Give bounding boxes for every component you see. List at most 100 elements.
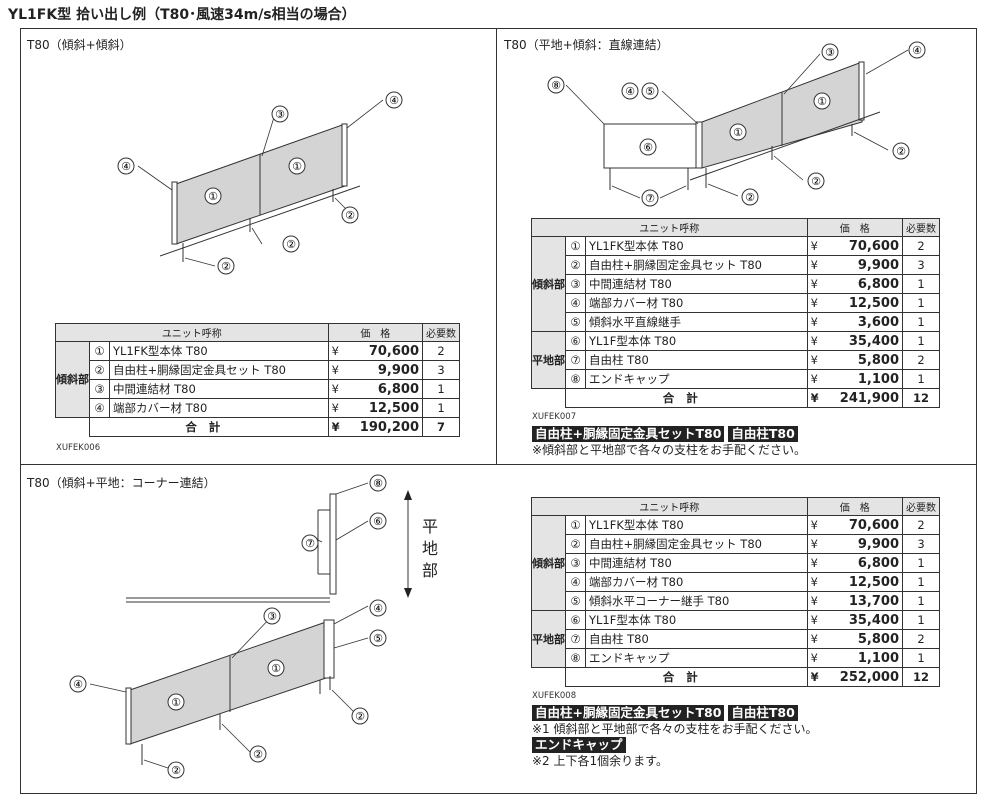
table-cell: YL1FK型本体 T80 — [585, 515, 808, 535]
table-cell — [531, 667, 566, 687]
table-cell: 中間連結材 T80 — [585, 553, 808, 573]
label-c-2c: ② — [171, 764, 181, 777]
table-cell: 35,400 — [821, 610, 903, 630]
table-cell: 傾斜部 — [531, 236, 566, 332]
tag-c-3: エンドキャップ — [532, 737, 626, 753]
table-cell: 1 — [902, 610, 940, 630]
table-cell: ③ — [565, 553, 586, 573]
table-cell: 2 — [902, 629, 940, 649]
table-cell: 2 — [902, 350, 940, 370]
label-c-6: ⑥ — [373, 515, 383, 528]
label-b-3: ③ — [825, 46, 835, 59]
label-a-1b: ① — [292, 160, 302, 173]
table-cell: ¥ — [806, 610, 822, 630]
table-cell: 1 — [902, 553, 940, 573]
divider-horizontal — [20, 464, 977, 465]
table-cell: 9,900 — [821, 255, 903, 275]
table-cell: 12,500 — [821, 572, 903, 592]
table-cell: ¥ — [806, 369, 822, 389]
table-cell: ¥ — [327, 341, 343, 361]
table-cell: 190,200 — [342, 417, 423, 437]
table-cell: ¥ — [327, 417, 343, 437]
table-cell: 自由柱 T80 — [585, 629, 808, 649]
table-cell: ¥ — [806, 591, 822, 611]
tag-c-2: 自由柱T80 — [728, 705, 798, 721]
label-c-1b: ① — [271, 662, 281, 675]
table-cell: ¥ — [806, 255, 822, 275]
table-cell: 70,600 — [821, 515, 903, 535]
table-cell: 平地部 — [531, 331, 566, 389]
table-cell: ① — [89, 341, 110, 361]
table-cell: ① — [565, 236, 586, 256]
label-a-2b: ② — [286, 238, 296, 251]
table-cell: ¥ — [806, 515, 822, 535]
table-cell: 必要数 — [902, 218, 940, 237]
label-b-2a: ② — [896, 145, 906, 158]
table-row: ユニット呼称 価 格 必要数 — [531, 218, 940, 237]
table-cell: 自由柱+胴縁固定金具セット T80 — [585, 534, 808, 554]
header-unit: ユニット呼称 — [55, 323, 329, 342]
label-b-5: ⑤ — [645, 85, 655, 98]
label-c-4a: ④ — [73, 678, 83, 691]
note-c-2: ※2 上下各1個余ります。 — [532, 754, 668, 768]
table-cell: エンドキャップ — [585, 648, 808, 668]
label-c-2a: ② — [355, 710, 365, 723]
table-cell: 合計 — [565, 388, 808, 408]
table-cell: 12,500 — [821, 293, 903, 313]
label-a-4b: ④ — [389, 94, 399, 107]
table-cell — [531, 388, 566, 408]
label-c-4b: ④ — [373, 602, 383, 615]
table-cell: 35,400 — [821, 331, 903, 351]
table-cell: 中間連結材 T80 — [585, 274, 808, 294]
label-b-4: ④ — [625, 85, 635, 98]
label-a-2a: ② — [345, 209, 355, 222]
table-cell: 中間連結材 T80 — [109, 379, 329, 399]
table-cell: 1 — [902, 369, 940, 389]
table-cell: ¥ — [327, 379, 343, 399]
table-cell: 1,100 — [821, 648, 903, 668]
table-cell: 7 — [422, 417, 460, 437]
table-cell: 1 — [902, 293, 940, 313]
label-b-7: ⑦ — [645, 192, 655, 205]
table-cell: ¥ — [806, 388, 822, 408]
table-cell: ⑤ — [565, 591, 586, 611]
table-cell: ④ — [565, 572, 586, 592]
table-cell: ⑤ — [565, 312, 586, 332]
table-cell: 3 — [422, 360, 460, 380]
table-cell: ¥ — [806, 236, 822, 256]
table-cell: 252,000 — [821, 667, 903, 687]
label-b-1b: ① — [817, 95, 827, 108]
table-cell: 自由柱 T80 — [585, 350, 808, 370]
table-cell: ② — [565, 534, 586, 554]
table-cell: エンドキャップ — [585, 369, 808, 389]
code-b: XUFEK007 — [532, 412, 577, 422]
table-cell: ④ — [89, 398, 110, 418]
table-row: ユニット呼称 価 格 必要数 — [55, 323, 460, 342]
table-cell: 6,800 — [342, 379, 423, 399]
label-a-1a: ① — [208, 190, 218, 203]
table-cell: ③ — [565, 274, 586, 294]
table-cell: ¥ — [806, 312, 822, 332]
table-cell: 傾斜水平直線継手 — [585, 312, 808, 332]
table-cell: YL1F型本体 T80 — [585, 610, 808, 630]
table-cell: 3,600 — [821, 312, 903, 332]
table-cell: ¥ — [806, 667, 822, 687]
table-cell: 241,900 — [821, 388, 903, 408]
tag-b-2: 自由柱T80 — [728, 426, 798, 442]
table-cell: ⑦ — [565, 629, 586, 649]
table-cell: 5,800 — [821, 629, 903, 649]
table-cell: 9,900 — [821, 534, 903, 554]
